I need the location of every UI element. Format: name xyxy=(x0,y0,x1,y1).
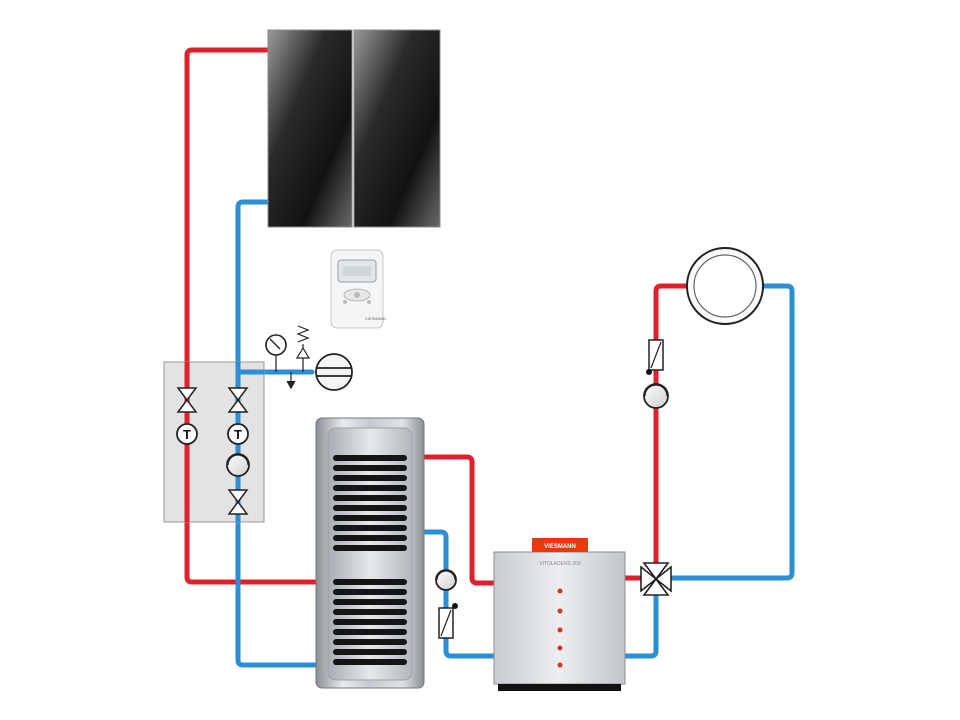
pressure-gauge-icon xyxy=(265,334,287,372)
storage-tank-icon xyxy=(315,417,425,689)
boiler-base xyxy=(498,684,621,691)
solar-collector-icon xyxy=(267,29,441,228)
thermometer-supply-label: T xyxy=(183,427,191,442)
solar-supply-pipe xyxy=(184,47,319,585)
collector-panel-left xyxy=(267,29,353,228)
circulation-pump-icon xyxy=(435,569,457,591)
heating-return-pipe xyxy=(665,283,795,581)
controller-brand-label: VIESMANN xyxy=(365,316,386,321)
circulation-pump-icon xyxy=(643,383,669,409)
collector-panel-right xyxy=(353,29,441,228)
boiler-icon: VIESMANN VITOLADENS 300 xyxy=(493,538,626,691)
lower-heat-exchanger xyxy=(333,579,407,665)
boiler-brand-badge xyxy=(532,538,588,552)
heating-supply-pipe xyxy=(622,283,691,581)
ball-valve-return xyxy=(227,387,249,413)
flow-meter-icon xyxy=(438,603,458,639)
tank-to-boiler-supply-pipe xyxy=(421,454,497,586)
ball-valve-icon xyxy=(176,387,249,515)
boiler-return-pipe xyxy=(622,587,659,659)
solar-pump-station xyxy=(163,361,265,523)
boiler-brand-label: VIESMANN xyxy=(544,544,576,550)
safety-valve-icon xyxy=(286,325,311,390)
upper-heat-exchanger xyxy=(333,455,407,551)
flow-meter-icon xyxy=(646,339,664,375)
ball-valve-supply xyxy=(176,387,198,413)
radiator-icon xyxy=(686,247,764,325)
pipe-network xyxy=(184,47,795,668)
boiler-indicator-lights xyxy=(557,588,563,668)
boiler-model-label: VITOLADENS 300 xyxy=(539,561,581,567)
circulation-pump-icon xyxy=(226,453,250,477)
thermometer-icon: T T xyxy=(176,423,249,445)
thermometer-return-label: T xyxy=(234,427,242,442)
solar-controller-icon: VIESMANN xyxy=(330,249,386,329)
mixing-valve-icon xyxy=(640,562,672,596)
expansion-vessel-icon xyxy=(315,353,353,391)
ball-valve-return-lower xyxy=(227,489,249,515)
tank-to-boiler-return-pipe xyxy=(421,529,497,659)
